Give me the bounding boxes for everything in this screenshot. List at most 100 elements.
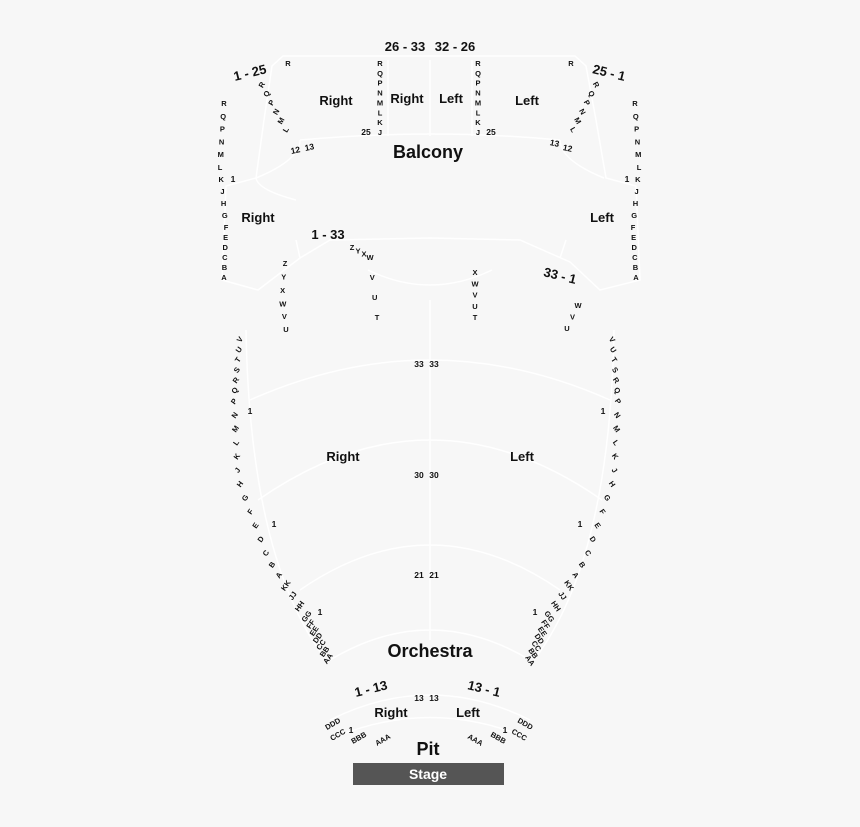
balcony-lower-left-label: Left xyxy=(590,210,615,225)
row-label: W xyxy=(471,279,479,288)
row-label: U xyxy=(608,345,618,355)
seat-number: 30 xyxy=(429,470,439,480)
row-label: D xyxy=(588,534,599,544)
row-label: H xyxy=(607,479,617,489)
row-label: D xyxy=(222,243,228,252)
row-label: A xyxy=(633,273,639,282)
row-label: V xyxy=(282,312,287,321)
balcony-center-right-range: 32 - 26 xyxy=(435,39,475,54)
row-label: V xyxy=(607,335,617,344)
row-label: S xyxy=(610,365,620,374)
row-label: N xyxy=(577,107,588,116)
row-label: U xyxy=(234,345,244,355)
balcony-center-left-label: Left xyxy=(439,91,464,106)
row-label: B xyxy=(633,263,639,272)
row-label: T xyxy=(609,355,619,364)
row-label: M xyxy=(218,150,224,159)
balcony-title: Balcony xyxy=(393,142,463,162)
pit-left-label: Left xyxy=(456,705,481,720)
row-label: Y xyxy=(281,273,286,282)
row-label: K xyxy=(610,452,621,462)
row-label: P xyxy=(634,125,639,134)
row-label: AAA xyxy=(373,732,392,748)
row-label: J xyxy=(378,128,382,137)
row-label: L xyxy=(476,108,481,117)
row-label: C xyxy=(222,253,228,262)
row-label: N xyxy=(219,137,224,146)
orchestra-section: 33 33 1 1 Right Left 30 30 1 1 21 21 1 1… xyxy=(248,359,606,661)
row-label: X xyxy=(361,250,366,259)
row-label: T xyxy=(473,313,478,322)
row-label: N xyxy=(230,410,240,420)
pit-section: 1 - 13 13 - 1 13 13 Right Left 1 1 Pit xyxy=(349,677,508,759)
seat-number: 25 xyxy=(486,127,496,137)
balcony-right-label: Right xyxy=(319,93,353,108)
row-label: K xyxy=(218,175,224,184)
row-label: E xyxy=(223,233,228,242)
row-label: R xyxy=(475,59,481,68)
seat-number: 30 xyxy=(414,470,424,480)
row-label: L xyxy=(568,126,578,135)
row-label: X xyxy=(280,286,285,295)
row-label: W xyxy=(574,301,582,310)
row-label: L xyxy=(218,163,223,172)
row-label: E xyxy=(631,233,636,242)
balcony-center-right-label: Right xyxy=(390,91,424,106)
seat-number: 1 xyxy=(601,406,606,416)
row-label: B xyxy=(577,560,588,570)
balcony-side-left-range: 1 - 25 xyxy=(232,61,268,84)
seat-number: 1 xyxy=(248,406,253,416)
row-label: M xyxy=(230,424,241,434)
row-label: J xyxy=(220,187,224,196)
row-label: J xyxy=(476,128,480,137)
row-label: G xyxy=(240,493,251,503)
seat-number: 25 xyxy=(361,127,371,137)
orchestra-title: Orchestra xyxy=(387,641,473,661)
row-label: E xyxy=(250,521,260,530)
row-label: R xyxy=(231,375,242,385)
pit-left-range: 1 - 13 xyxy=(353,677,389,700)
row-label: H xyxy=(633,199,638,208)
balcony-left-label: Left xyxy=(515,93,540,108)
row-label: F xyxy=(597,507,607,516)
row-label: N xyxy=(635,137,640,146)
row-label: M xyxy=(572,116,583,126)
row-label: K xyxy=(377,118,383,127)
row-label: Q xyxy=(612,385,623,395)
row-label: P xyxy=(582,98,592,107)
row-label: U xyxy=(472,302,477,311)
pit-title: Pit xyxy=(416,739,439,759)
row-label: H xyxy=(221,199,226,208)
row-label: H xyxy=(235,479,245,489)
seat-number: 13 xyxy=(549,137,561,149)
row-label: R xyxy=(591,80,602,90)
row-label: L xyxy=(378,108,383,117)
row-label: V xyxy=(472,291,477,300)
row-label: Y xyxy=(355,246,360,255)
row-label: P xyxy=(475,79,480,88)
row-label: C xyxy=(261,548,272,558)
pit-right-label: Right xyxy=(374,705,408,720)
row-label: P xyxy=(220,125,225,134)
row-label: X xyxy=(472,268,477,277)
row-label: P xyxy=(377,79,382,88)
row-label: B xyxy=(267,559,278,569)
row-label: P xyxy=(229,397,239,406)
row-label: T xyxy=(233,355,243,364)
row-label: M xyxy=(611,424,622,434)
row-label: F xyxy=(224,223,229,232)
row-label: J xyxy=(610,466,620,475)
row-label: N xyxy=(377,89,382,98)
seat-number: 1 xyxy=(578,519,583,529)
row-label: R xyxy=(377,59,383,68)
row-label: P xyxy=(266,98,276,107)
row-label: K xyxy=(475,118,481,127)
stage: Stage xyxy=(353,763,504,785)
seat-number: 13 xyxy=(429,693,439,703)
row-label: R xyxy=(632,99,638,108)
row-label: J xyxy=(233,466,243,475)
row-label: N xyxy=(475,89,480,98)
seat-number: 1 xyxy=(272,519,277,529)
row-label: F xyxy=(631,223,636,232)
